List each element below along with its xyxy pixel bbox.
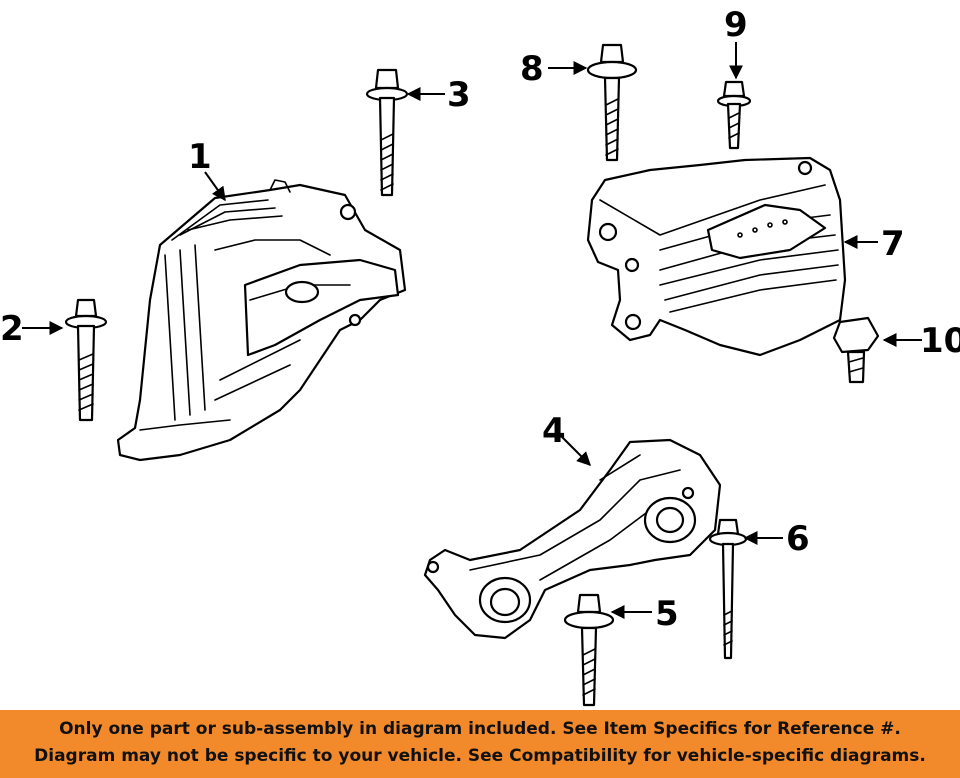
part-1-mount-bracket xyxy=(116,179,407,462)
callout-9: 9 xyxy=(724,5,748,45)
callout-8: 8 xyxy=(520,49,544,89)
part-4-torque-rod xyxy=(423,438,722,640)
part-9-bolt xyxy=(716,80,752,150)
callout-4: 4 xyxy=(542,411,566,451)
callout-1: 1 xyxy=(188,137,212,177)
disclaimer-line-1: Only one part or sub-assembly in diagram… xyxy=(59,719,901,739)
part-10-bolt xyxy=(832,316,880,384)
part-6-bolt xyxy=(708,518,748,660)
part-5-bolt xyxy=(563,593,615,707)
part-7-engine-mount xyxy=(586,156,847,357)
callout-5: 5 xyxy=(655,594,679,634)
callout-6: 6 xyxy=(786,519,810,559)
part-8-bolt xyxy=(586,43,638,162)
callout-leaders xyxy=(22,42,922,619)
disclaimer-line-2: Diagram may not be specific to your vehi… xyxy=(34,746,926,766)
parts-diagram: 1 2 3 4 5 6 7 8 9 10 xyxy=(0,5,960,707)
callout-2: 2 xyxy=(0,309,24,349)
callout-7: 7 xyxy=(881,224,905,264)
part-3-bolt xyxy=(365,68,409,197)
disclaimer-banner: Only one part or sub-assembly in diagram… xyxy=(0,710,960,778)
callout-3: 3 xyxy=(447,75,471,115)
callout-10: 10 xyxy=(920,321,960,361)
part-2-bolt xyxy=(64,298,108,422)
